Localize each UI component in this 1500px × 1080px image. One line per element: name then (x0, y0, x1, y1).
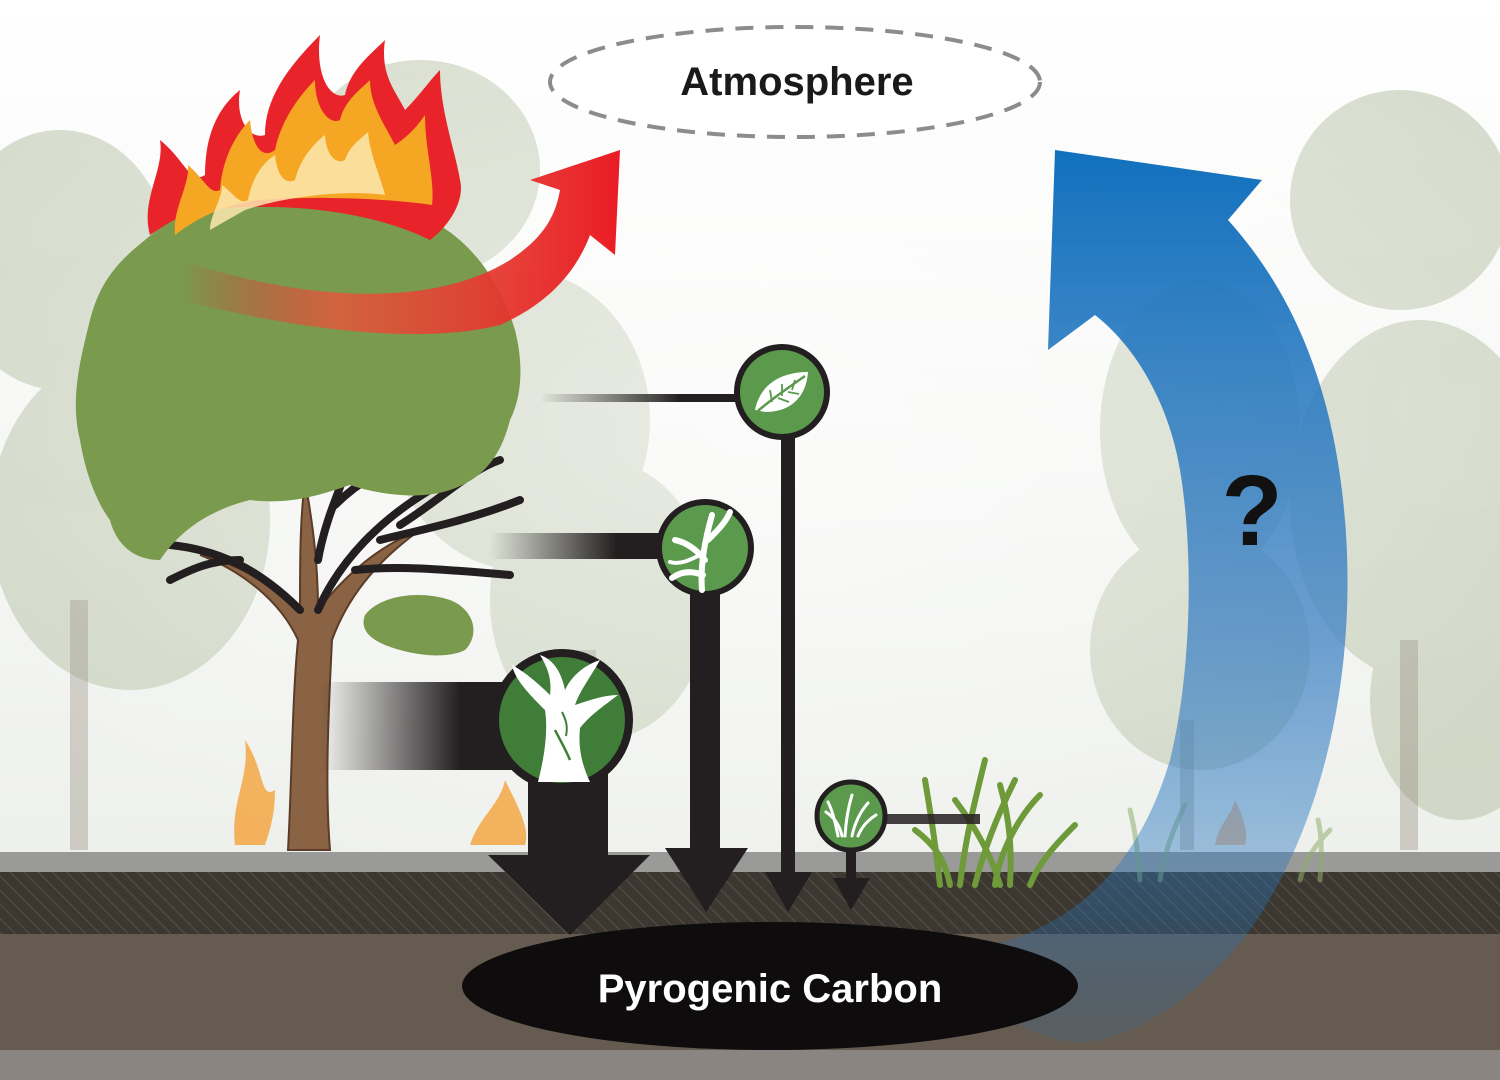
grass-flow-arrow (833, 845, 870, 910)
unknown-return-label: ? (1221, 455, 1282, 567)
twig-connector (490, 533, 670, 559)
combustion-arrow (180, 150, 620, 335)
pyrogenic-carbon-node: Pyrogenic Carbon (462, 922, 1078, 1050)
leaf-icon (734, 344, 830, 440)
grass-icon (814, 779, 888, 853)
twig-flow-arrow (665, 580, 748, 912)
atmosphere-node: Atmosphere (548, 25, 1042, 139)
atmosphere-label: Atmosphere (680, 60, 913, 104)
grass-connector (880, 814, 980, 824)
flow-connectors (320, 394, 980, 824)
leaf-connector (540, 394, 740, 402)
leaf-flow-arrow (765, 420, 812, 912)
return-flux-arrow: ? (950, 150, 1348, 1043)
grass-tuft (912, 757, 1078, 888)
trunk-connector (320, 682, 520, 770)
twig-icon (656, 499, 754, 597)
crown-flames (147, 35, 461, 240)
pyrogenic-carbon-label: Pyrogenic Carbon (598, 967, 943, 1011)
trunk-icon (491, 649, 633, 791)
